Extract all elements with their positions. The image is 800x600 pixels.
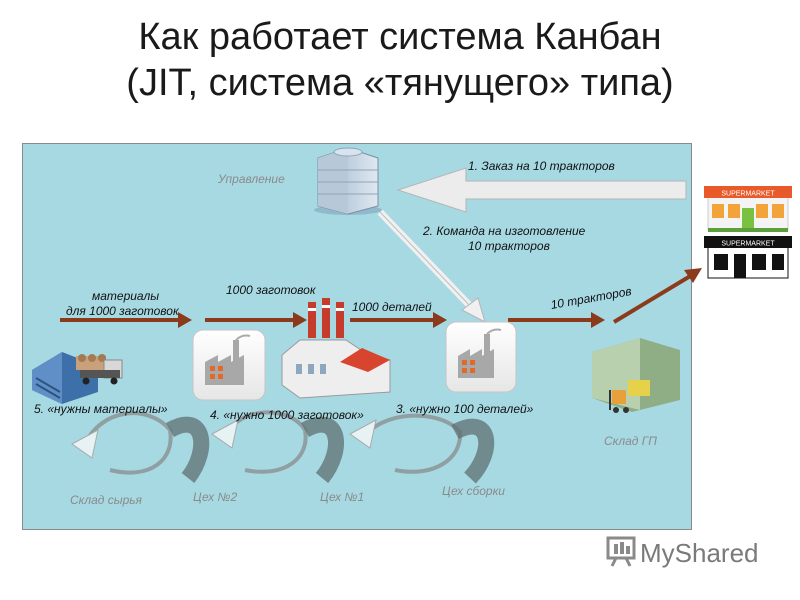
management-building-icon <box>314 148 382 215</box>
finished-warehouse-icon <box>592 338 680 413</box>
supermarket-top-icon: SUPERMARKET <box>704 186 792 232</box>
supermarket-top-sign: SUPERMARKET <box>721 191 775 198</box>
flow-arrow-blanks <box>205 312 307 328</box>
watermark-text: MyShared <box>640 538 759 569</box>
supermarket-bottom-sign: SUPERMARKET <box>721 241 775 248</box>
kanban-return-arrow-1 <box>72 413 201 478</box>
kanban-return-arrow-3 <box>350 416 486 478</box>
label-shop2: Цех №2 <box>193 490 237 504</box>
label-materials-line1: материалы <box>92 289 159 303</box>
flow-arrow-parts <box>350 312 447 328</box>
label-command-line1: 2. Команда на изготовление <box>423 224 585 238</box>
label-shop1: Цех №1 <box>320 490 364 504</box>
flow-arrow-tractors <box>508 312 605 328</box>
label-raw-warehouse: Склад сырья <box>70 493 142 507</box>
order-arrow <box>398 168 686 212</box>
label-finished-warehouse: Склад ГП <box>604 434 657 448</box>
assembly-factory-icon <box>446 322 516 392</box>
label-blanks: 1000 заготовок <box>226 283 315 297</box>
kanban-return-arrow-2 <box>212 412 336 478</box>
label-assembly: Цех сборки <box>442 484 505 498</box>
label-command-line2: 10 тракторов <box>468 239 550 253</box>
label-order: 1. Заказ на 10 тракторов <box>468 159 615 173</box>
label-management: Управление <box>218 172 285 186</box>
label-need-blanks: 4. «нужно 1000 заготовок» <box>210 408 364 422</box>
supermarket-bottom-icon: SUPERMARKET <box>704 236 792 278</box>
truck-icon <box>76 354 122 385</box>
label-need-materials: 5. «нужны материалы» <box>34 402 168 416</box>
label-need-parts: 3. «нужно 100 деталей» <box>396 402 533 416</box>
myshared-logo-icon <box>606 534 638 568</box>
label-parts: 1000 деталей <box>352 300 432 314</box>
shop2-factory-icon <box>193 330 265 400</box>
label-materials-line2: для 1000 заготовок <box>66 304 179 318</box>
